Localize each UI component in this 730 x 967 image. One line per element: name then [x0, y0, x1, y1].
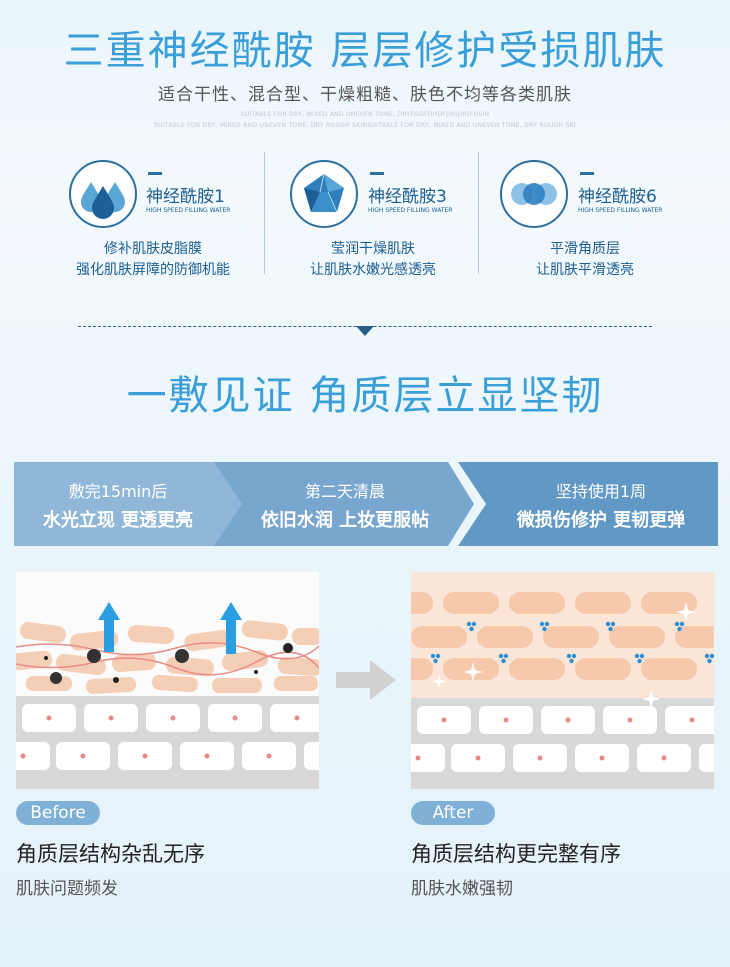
- feature-desc-2: 让肌肤平滑透亮: [536, 262, 634, 278]
- feature-desc-2: 让肌肤水嫩光感透亮: [310, 262, 436, 278]
- subtitle: 适合干性、混合型、干燥粗糙、肤色不均等各类肌肤: [158, 85, 572, 105]
- step-1: 敷完15min后 水光立现 更透更亮: [14, 462, 252, 546]
- feature-en: HIGH SPEED FILLING WATER: [368, 207, 453, 214]
- fine-print-2: SUITABLE FOR DRY, MIXED AND UNEVEN TONE,…: [154, 122, 576, 129]
- before-subcaption: 肌肤问题频发: [16, 879, 118, 899]
- feature-desc-2: 强化肌肤屏障的防御机能: [76, 262, 230, 278]
- feature-desc-1: 修补肌肤皮脂膜: [104, 241, 202, 257]
- feature-ceramide-3: 神经酰胺3 HIGH SPEED FILLING WATER 莹润干燥肌肤 让肌…: [258, 160, 488, 280]
- step-line1: 第二天清晨: [304, 482, 385, 501]
- step-line2: 微损伤修护 更韧更弹: [516, 510, 686, 531]
- feature-en: HIGH SPEED FILLING WATER: [578, 207, 663, 214]
- feature-name: 神经酰胺6: [578, 187, 657, 207]
- before-diagram: [16, 572, 319, 789]
- step-line1: 坚持使用1周: [555, 482, 647, 501]
- after-diagram: [411, 572, 714, 789]
- section-title: 一敷见证 角质层立显坚韧: [126, 373, 604, 419]
- before-caption: 角质层结构杂乱无序: [16, 842, 205, 866]
- before-badge: Before: [16, 801, 100, 825]
- step-3: 坚持使用1周 微损伤修护 更韧更弹: [458, 462, 718, 546]
- feature-ceramide-1: 神经酰胺1 HIGH SPEED FILLING WATER 修补肌肤皮脂膜 强…: [38, 160, 268, 280]
- main-title: 三重神经酰胺 层层修护受损肌肤: [63, 28, 667, 74]
- crystal-icon: [290, 160, 358, 228]
- step-2: 第二天清晨 依旧水润 上妆更服帖: [214, 462, 476, 546]
- feature-ceramide-6: 神经酰胺6 HIGH SPEED FILLING WATER 平滑角质层 让肌肤…: [470, 160, 700, 280]
- feature-desc-1: 莹润干燥肌肤: [331, 241, 415, 257]
- circles-icon: [500, 160, 568, 228]
- feature-name: 神经酰胺3: [368, 187, 447, 207]
- feature-desc-1: 平滑角质层: [550, 241, 620, 257]
- after-subcaption: 肌肤水嫩强韧: [411, 879, 513, 899]
- feature-name: 神经酰胺1: [146, 187, 225, 207]
- step-line1: 敷完15min后: [68, 482, 168, 501]
- after-badge: After: [411, 801, 495, 825]
- divider: [478, 152, 479, 274]
- step-line2: 依旧水润 上妆更服帖: [260, 510, 430, 531]
- fine-print-1: SUITABLE FOR DRY, MIXED AND UNEVEN TONE,…: [240, 111, 490, 118]
- arrow-right-icon: [336, 660, 396, 700]
- after-caption: 角质层结构更完整有序: [411, 842, 621, 866]
- feature-en: HIGH SPEED FILLING WATER: [146, 207, 231, 214]
- divider: [264, 152, 265, 274]
- chevron-down-icon: [356, 326, 374, 336]
- step-line2: 水光立现 更透更亮: [42, 510, 194, 531]
- water-drops-icon: [69, 160, 137, 228]
